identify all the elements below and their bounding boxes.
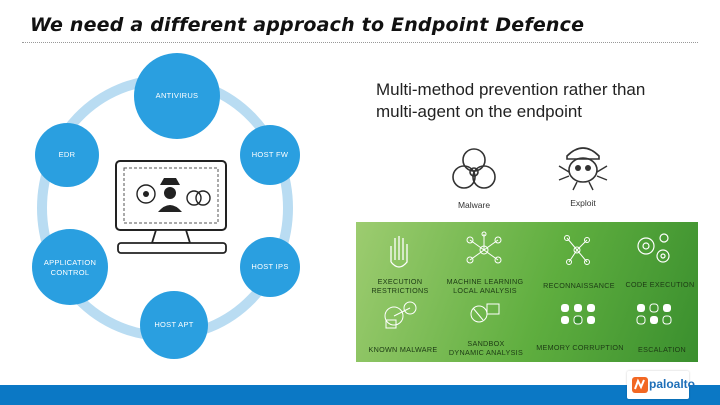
method-escalation: ESCALATION	[638, 345, 686, 354]
method-execution-restrictions: EXECUTION RESTRICTIONS	[360, 277, 440, 295]
node-label-host-fw: HOST FW	[251, 150, 289, 159]
node-label-control-line-2: CONTROL	[50, 268, 90, 277]
gears-icon	[637, 233, 670, 263]
node-host-apt	[140, 291, 208, 359]
method-memory-corruption: MEMORY CORRUPTION	[536, 343, 624, 352]
hand-icon	[390, 236, 408, 268]
neural-network-icon	[466, 231, 502, 264]
method-known-malware: KNOWN MALWARE	[368, 345, 438, 354]
method-label-line-1: MACHINE LEARNING	[446, 277, 524, 286]
logo-text: paloalto	[649, 377, 696, 391]
node-label-host-ips: HOST IPS	[251, 262, 289, 271]
method-machine-learning: MACHINE LEARNING LOCAL ANALYSIS	[442, 277, 528, 295]
monitor-icon	[115, 160, 227, 254]
prevention-methods-panel: EXECUTION RESTRICTIONS MACHINE LEARNING …	[356, 222, 698, 362]
escalation-blocks-icon	[636, 303, 672, 325]
node-host-ips	[240, 237, 300, 297]
node-application-control	[32, 229, 108, 305]
title-divider	[22, 42, 698, 43]
node-edr	[35, 123, 99, 187]
method-code-execution: CODE EXECUTION	[625, 280, 695, 289]
skull-bug-icon	[558, 147, 608, 191]
method-label-line-1: SANDBOX	[467, 339, 505, 348]
node-host-fw	[240, 125, 300, 185]
node-label-host-apt: HOST APT	[154, 320, 194, 329]
sandbox-icon	[470, 303, 500, 323]
brand-footer-bar	[0, 385, 720, 405]
paloalto-logo: paloalto	[627, 371, 695, 399]
method-label-line-2: LOCAL ANALYSIS	[453, 286, 517, 295]
node-label-application-control: APPLICATION CONTROL	[36, 258, 104, 278]
node-label-antivirus: ANTIVIRUS	[155, 91, 199, 100]
subtitle-line-1: Multi-method prevention rather than	[376, 80, 646, 99]
node-label-application-line-1: APPLICATION	[43, 258, 97, 267]
malware-database-icon	[384, 301, 417, 329]
slide-title: We need a different approach to Endpoint…	[30, 14, 585, 36]
biohazard-icon	[452, 148, 496, 189]
memory-blocks-icon	[561, 304, 595, 325]
method-sandbox: SANDBOX DYNAMIC ANALYSIS	[442, 339, 530, 357]
node-antivirus	[134, 53, 220, 139]
slide-subtitle: Multi-method prevention rather than mult…	[376, 79, 706, 123]
method-label-line-2: DYNAMIC ANALYSIS	[448, 348, 524, 357]
node-label-edr: EDR	[58, 150, 76, 159]
method-label-line-1: EXECUTION	[377, 277, 423, 286]
method-label-line-2: RESTRICTIONS	[371, 286, 429, 295]
method-icons	[384, 231, 672, 329]
paloalto-mark-icon	[632, 377, 648, 393]
subtitle-line-2: multi-agent on the endpoint	[376, 102, 583, 121]
method-reconnaissance: RECONNAISSANCE	[543, 281, 615, 290]
network-nodes-icon	[564, 235, 590, 265]
malware-label: Malware	[457, 200, 491, 210]
exploit-label: Exploit	[570, 198, 596, 208]
